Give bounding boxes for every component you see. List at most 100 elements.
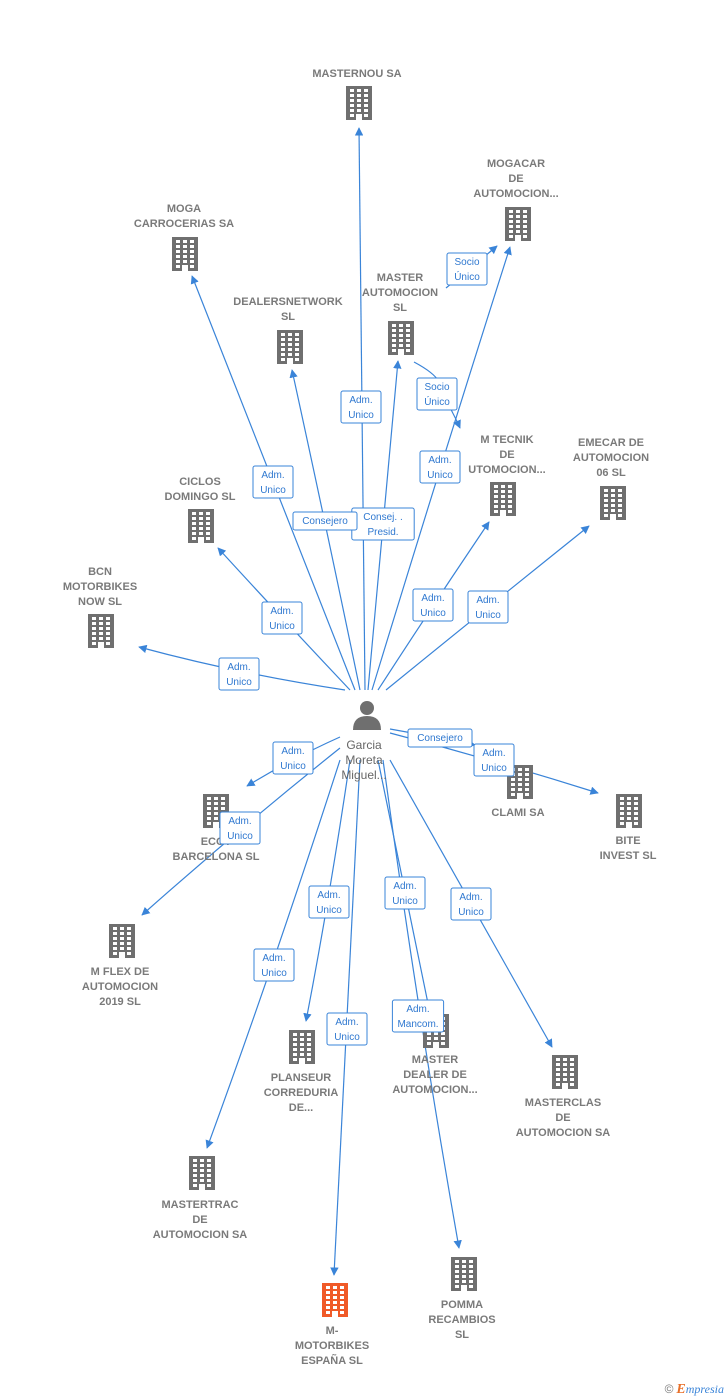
edge-label-masterclas: Adm.Unico (450, 887, 492, 921)
node-label-masterclas[interactable]: DE (555, 1112, 570, 1124)
building-icon-m-flex[interactable] (109, 924, 135, 958)
edge-label-m-motorbikes: Adm. Unico (326, 1012, 368, 1046)
node-label-m-flex[interactable]: M FLEX DE (91, 966, 150, 978)
node-label-mastertrac[interactable]: AUTOMOCION SA (153, 1229, 248, 1241)
node-label-m-flex[interactable]: 2019 SL (99, 996, 141, 1008)
node-label-m-motorbikes[interactable]: MOTORBIKES (295, 1340, 369, 1352)
edge-label-line: Unico (427, 470, 453, 481)
node-label-planseur[interactable]: PLANSEUR (271, 1072, 332, 1084)
node-label-bite-invest[interactable]: BITE (615, 835, 640, 847)
edge-label-line: Adm. (281, 746, 304, 757)
node-label-m-motorbikes[interactable]: M- (326, 1325, 339, 1337)
node-label-bcn-motorbikes[interactable]: MOTORBIKES (63, 581, 137, 593)
brand-footer: ©Empresia (665, 1382, 724, 1398)
node-label-master-dealer[interactable]: DEALER DE (403, 1069, 467, 1081)
node-label-master-automocion[interactable]: SL (393, 302, 407, 314)
person-name-label[interactable]: Miguel... (341, 768, 386, 782)
node-label-masterclas[interactable]: MASTERCLAS (525, 1097, 601, 1109)
node-label-ciclos-domingo[interactable]: CICLOS (179, 476, 221, 488)
edge-label-line: Adm. (227, 662, 250, 673)
edge-label-moga-carrocerias: Adm.Unico (252, 465, 294, 499)
person-name-label[interactable]: Garcia (346, 738, 382, 752)
edge-label-line: Adm. (335, 1017, 358, 1028)
edge-label-line: Adm. (228, 816, 251, 827)
edge-label-master-automocion: Consej. .Presid. (351, 507, 415, 541)
node-label-dealersnetwork[interactable]: SL (281, 311, 295, 323)
person-name-label[interactable]: Moreta (345, 753, 383, 767)
edge-label-m-tecnik: Adm.Unico (412, 588, 454, 622)
building-icon-masternou[interactable] (346, 86, 372, 120)
building-icon-mastertrac[interactable] (189, 1156, 215, 1190)
edge-label-line: Unico (334, 1032, 360, 1043)
edge-label-mogacar: Adm. Unico (419, 450, 461, 484)
node-label-mogacar[interactable]: AUTOMOCION... (473, 188, 558, 200)
node-label-master-dealer[interactable]: AUTOMOCION... (392, 1084, 477, 1096)
node-label-m-motorbikes[interactable]: ESPAÑA SL (301, 1354, 363, 1367)
edge-label-ciclos-domingo: Adm.Unico (261, 601, 303, 635)
node-label-master-automocion[interactable]: AUTOMOCION (362, 287, 438, 299)
node-label-mastertrac[interactable]: MASTERTRAC (162, 1199, 239, 1211)
node-label-master-automocion[interactable]: MASTER (377, 272, 424, 284)
node-label-emecar[interactable]: EMECAR DE (578, 437, 644, 449)
edge-label-line: Unico (392, 896, 418, 907)
node-label-bcn-motorbikes[interactable]: BCN (88, 566, 112, 578)
node-label-moga-carrocerias[interactable]: CARROCERIAS SA (134, 218, 234, 230)
node-label-dealersnetwork[interactable]: DEALERSNETWORK (233, 296, 342, 308)
building-icon-moga-carrocerias[interactable] (172, 237, 198, 271)
building-icon-master-automocion[interactable] (388, 321, 414, 355)
building-icon-masterclas[interactable] (552, 1055, 578, 1089)
building-icon-mogacar[interactable] (505, 207, 531, 241)
node-label-bcn-motorbikes[interactable]: NOW SL (78, 596, 122, 608)
edge-label-planseur: Adm.Unico (308, 885, 350, 919)
building-icon-bcn-motorbikes[interactable] (88, 614, 114, 648)
edge-label-line: Adm. (476, 595, 499, 606)
node-label-m-tecnik[interactable]: UTOMOCION... (468, 464, 545, 476)
building-icon-m-motorbikes[interactable] (322, 1283, 348, 1317)
edge-label-line: Adm. (270, 606, 293, 617)
edge-label-m-flex: Adm.Unico (219, 811, 261, 845)
node-label-m-tecnik[interactable]: M TECNIK (480, 434, 533, 446)
edge-label-line: Adm. (428, 455, 451, 466)
node-label-bite-invest[interactable]: INVEST SL (600, 850, 657, 862)
node-label-mastertrac[interactable]: DE (192, 1214, 207, 1226)
node-label-emecar[interactable]: AUTOMOCION (573, 452, 649, 464)
edge-label-line: Adm. (261, 470, 284, 481)
node-label-emecar[interactable]: 06 SL (596, 467, 626, 479)
person-icon[interactable] (353, 701, 381, 730)
node-label-masternou[interactable]: MASTERNOU SA (312, 68, 401, 80)
building-icon-m-tecnik[interactable] (490, 482, 516, 516)
node-label-m-flex[interactable]: AUTOMOCION (82, 981, 158, 993)
building-icon-ciclos-domingo[interactable] (188, 509, 214, 543)
node-label-mogacar[interactable]: MOGACAR (487, 158, 545, 170)
node-label-moga-carrocerias[interactable]: MOGA (167, 203, 201, 215)
node-label-masterclas[interactable]: AUTOMOCION SA (516, 1127, 611, 1139)
node-label-planseur[interactable]: CORREDURIA (264, 1087, 339, 1099)
building-icon-eco-barcelona[interactable] (203, 794, 229, 828)
brand-logo-text: mpresia (685, 1382, 724, 1396)
node-label-master-dealer[interactable]: MASTER (412, 1054, 459, 1066)
edge-label-line: Único (424, 395, 450, 408)
node-label-pomma[interactable]: POMMA (441, 1299, 483, 1311)
node-label-m-tecnik[interactable]: DE (499, 449, 514, 461)
node-label-ciclos-domingo[interactable]: DOMINGO SL (165, 491, 236, 503)
nodes-layer: MASTERNOU SA MOGACAR DE AUTOMOCION... MOGA CA… (63, 68, 657, 1367)
node-label-mogacar[interactable]: DE (508, 173, 523, 185)
building-icon-bite-invest[interactable] (616, 794, 642, 828)
building-icon-dealersnetwork[interactable] (277, 330, 303, 364)
building-icon-pomma[interactable] (451, 1257, 477, 1291)
edge-label-line: Consejero (417, 733, 463, 744)
edge-label-dealersnetwork: Consejero (292, 511, 358, 531)
node-label-planseur[interactable]: DE... (289, 1102, 313, 1114)
building-icon-planseur[interactable] (289, 1030, 315, 1064)
node-label-clami[interactable]: CLAMI SA (491, 807, 544, 819)
node-label-pomma[interactable]: RECAMBIOS (428, 1314, 495, 1326)
node-label-pomma[interactable]: SL (455, 1329, 469, 1341)
edge-label-line: Unico (316, 905, 342, 916)
building-icon-emecar[interactable] (600, 486, 626, 520)
edge-label-line: Unico (348, 410, 374, 421)
node-label-eco-barcelona[interactable]: BARCELONA SL (173, 851, 260, 863)
edge-label-line: Socio (424, 382, 449, 393)
edge-label-line: Adm. (349, 395, 372, 406)
